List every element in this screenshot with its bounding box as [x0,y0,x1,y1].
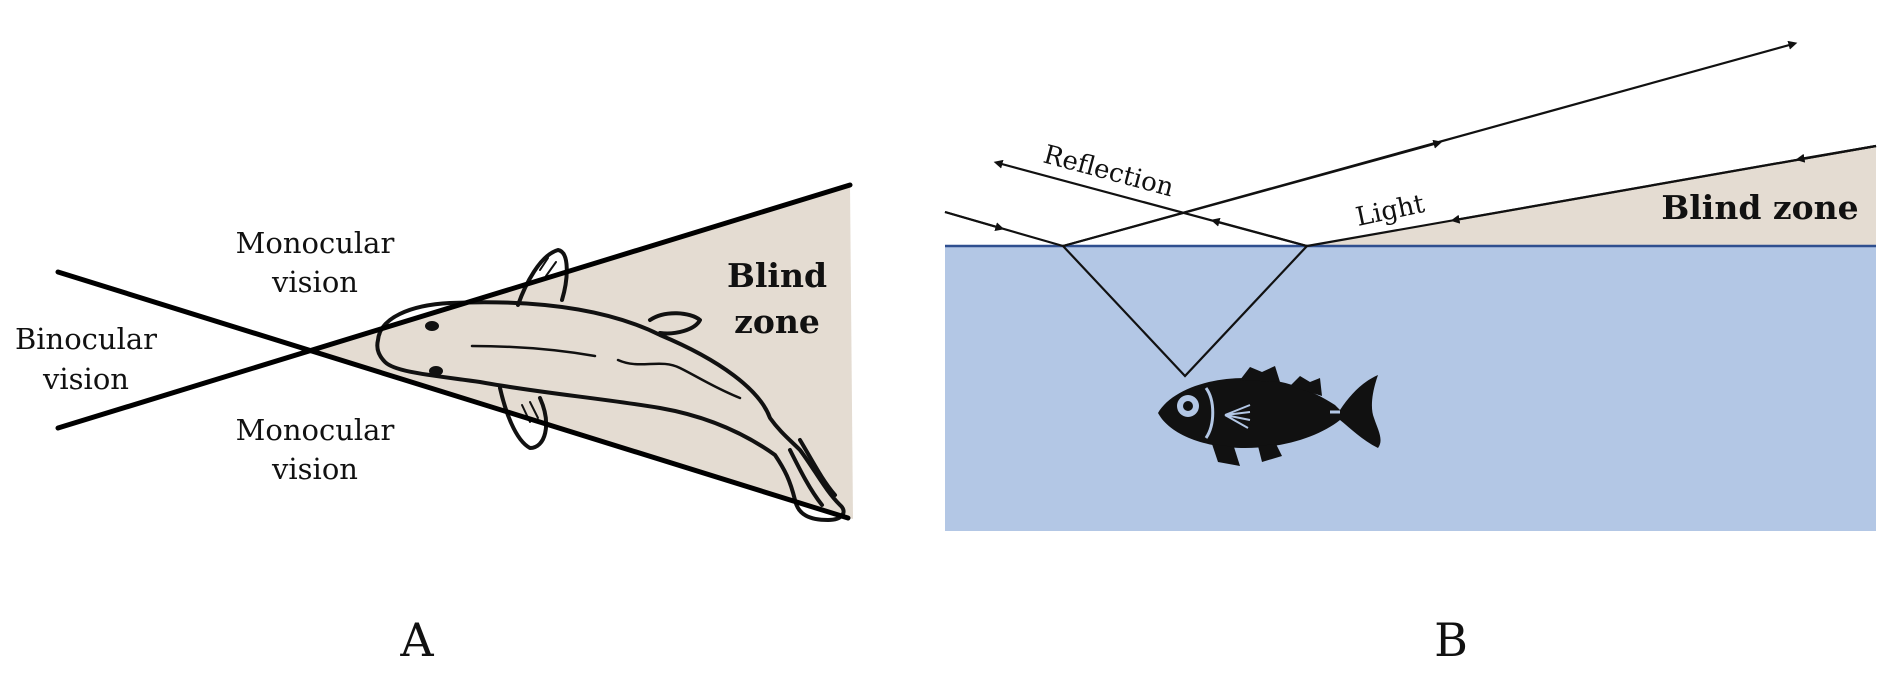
blind-zone-label: Blind zone [1661,188,1858,227]
reflection-ray-mid-arrow [1210,217,1308,248]
incident-ray-left-arrow [944,210,1005,232]
monocular-bottom-label-2: vision [271,452,358,486]
underwater-v-ray [1062,245,1308,378]
panel-a: Binocular vision Monocular vision Monocu… [15,182,853,667]
fish-silhouette-icon [1158,366,1381,466]
panel-a-label: A [399,613,434,667]
light-ray-arrow-2 [1450,144,1877,224]
monocular-top-label-1: Monocular [236,226,395,260]
binocular-label-2: vision [42,362,129,396]
vision-line-upper [55,182,853,431]
binocular-label-1: Binocular [15,322,157,356]
outgoing-ray-mid-arrow [1062,139,1443,248]
vision-line-lower [55,269,851,521]
blind-zone-label-1: Blind [727,256,827,295]
panel-b-label: B [1434,613,1468,667]
blind-zone-wedge [313,184,853,519]
blind-zone-label-2: zone [734,302,820,341]
monocular-bottom-label-1: Monocular [236,413,395,447]
water-body [945,246,1876,531]
panel-b: Reflection Light Blind zone B [944,40,1877,667]
monocular-top-label-2: vision [271,265,358,299]
